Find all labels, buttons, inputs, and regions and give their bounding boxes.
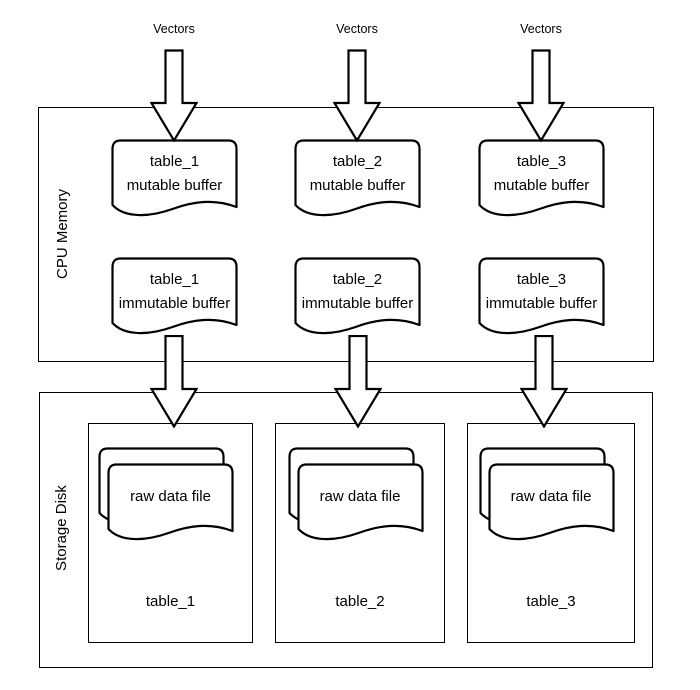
- mutable-buffer-document-icon: [478, 139, 605, 217]
- table-storage-box: raw data file table_3: [467, 423, 635, 643]
- raw-data-file-document-icon: [296, 463, 424, 541]
- vectors-down-arrow-icon: [150, 49, 198, 142]
- vectors-down-arrow-icon: [517, 49, 565, 142]
- buffer-type-label: mutable buffer: [309, 177, 406, 194]
- table-storage-box: raw data file table_2: [275, 423, 445, 643]
- immutable-buffer-document-icon: [111, 257, 238, 335]
- vectors-label: Vectors: [153, 22, 195, 36]
- buffer-type-label: mutable buffer: [126, 177, 223, 194]
- immutable-buffer-document-icon: [478, 257, 605, 335]
- buffer-table-name: table_3: [516, 153, 567, 170]
- raw-data-file-label: raw data file: [130, 488, 211, 505]
- mutable-buffer-document-icon: [294, 139, 421, 217]
- mutable-buffer-text: table_2 mutable buffer: [294, 139, 421, 198]
- buffer-type-label: immutable buffer: [485, 295, 598, 312]
- buffer-type-label: immutable buffer: [118, 295, 231, 312]
- raw-data-file-document-icon: [107, 463, 234, 541]
- buffer-table-name: table_2: [332, 153, 383, 170]
- mutable-buffer-text: table_3 mutable buffer: [478, 139, 605, 198]
- table-storage-box: raw data file table_1: [88, 423, 253, 643]
- buffer-table-name: table_3: [516, 271, 567, 288]
- raw-data-file-document-icon: [487, 463, 615, 541]
- flush-down-arrow-icon: [520, 335, 568, 428]
- buffer-table-name: table_1: [149, 271, 200, 288]
- buffer-type-label: immutable buffer: [301, 295, 414, 312]
- raw-data-file-label: raw data file: [319, 488, 401, 505]
- storage-disk-label: Storage Disk: [53, 485, 70, 571]
- flush-down-arrow-icon: [150, 335, 198, 428]
- table-name-label: table_3: [526, 593, 576, 610]
- immutable-buffer-text: table_1 immutable buffer: [111, 257, 238, 316]
- table-name-label: table_2: [335, 593, 385, 610]
- vectors-label: Vectors: [336, 22, 378, 36]
- cpu-memory-label: CPU Memory: [54, 189, 71, 280]
- buffer-table-name: table_2: [332, 271, 383, 288]
- immutable-buffer-text: table_2 immutable buffer: [294, 257, 421, 316]
- mutable-buffer-text: table_1 mutable buffer: [111, 139, 238, 198]
- flush-down-arrow-icon: [334, 335, 382, 428]
- buffer-type-label: mutable buffer: [493, 177, 590, 194]
- immutable-buffer-text: table_3 immutable buffer: [478, 257, 605, 316]
- vectors-down-arrow-icon: [333, 49, 381, 142]
- immutable-buffer-document-icon: [294, 257, 421, 335]
- table-name-label: table_1: [145, 593, 196, 610]
- raw-data-file-label: raw data file: [510, 488, 592, 505]
- mutable-buffer-document-icon: [111, 139, 238, 217]
- vectors-label: Vectors: [520, 22, 562, 36]
- buffer-table-name: table_1: [149, 153, 200, 170]
